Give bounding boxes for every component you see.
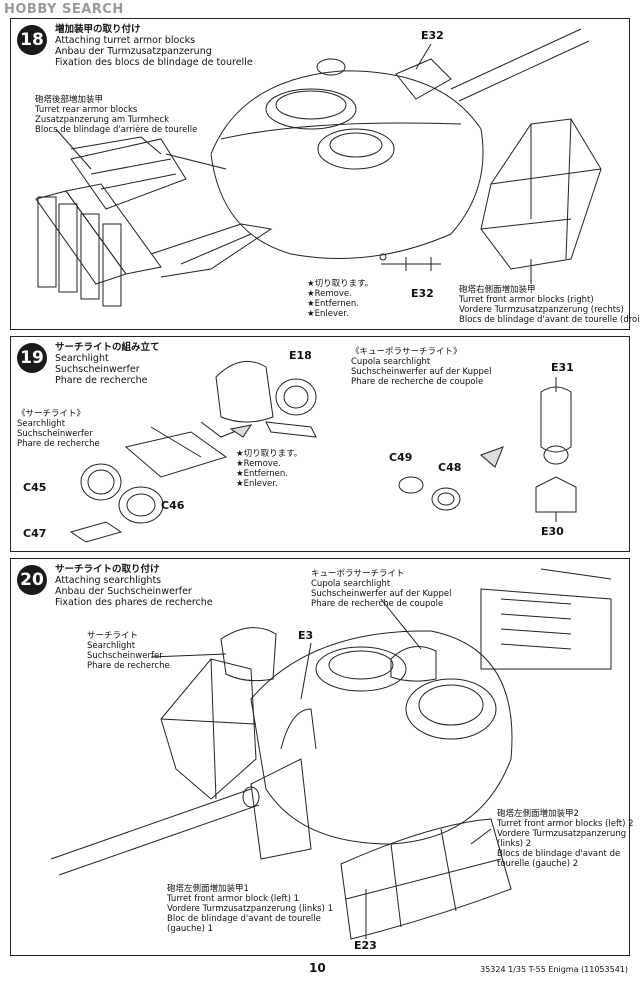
part-c48: C48 bbox=[438, 461, 462, 474]
part-e32-bottom: E32 bbox=[411, 287, 434, 300]
left-armor-1-label: 砲塔左側面増加装甲1 Turret front armor block (lef… bbox=[167, 884, 333, 934]
remove-note: ★切り取ります。 ★Remove. ★Entfernen. ★Enlever. bbox=[307, 279, 373, 319]
title-jp: 増加装甲の取り付け bbox=[55, 24, 141, 35]
rear-en: Turret rear armor blocks bbox=[35, 105, 138, 115]
step-19-illustration bbox=[69, 360, 577, 543]
part-e23: E23 bbox=[354, 939, 377, 952]
searchlight-sublabel: 《サーチライト》 Searchlight Suchscheinwerfer Ph… bbox=[17, 409, 100, 449]
cupola-searchlight-label: 《キューポラサーチライト》 Cupola searchlight Suchsch… bbox=[351, 347, 491, 387]
cupola-fr: Phare de recherche de coupole bbox=[311, 599, 444, 609]
rear-de: Zusatzpanzerung am Turmheck bbox=[35, 115, 170, 125]
title-en: Attaching turret armor blocks bbox=[55, 35, 196, 46]
left2-jp: 砲塔左側面増加装甲2 bbox=[497, 809, 579, 819]
left2-fr: Blocs de blindage d'avant de bbox=[497, 849, 621, 859]
left2-de: Vordere Turmzusatzpanzerung bbox=[497, 829, 627, 839]
remove-jp: ★切り取ります。 bbox=[307, 279, 374, 289]
step-19-number: 19 bbox=[17, 343, 47, 373]
part-e3: E3 bbox=[298, 629, 314, 642]
cupola-jp: キューポラサーチライト bbox=[311, 569, 405, 579]
search-de: Suchscheinwerfer bbox=[87, 651, 163, 661]
left1-fr2: (gauche) 1 bbox=[167, 924, 214, 934]
part-c49: C49 bbox=[389, 451, 413, 464]
sub-jp: 《サーチライト》 bbox=[17, 409, 86, 419]
step-20-title: サーチライトの取り付け Attaching searchlights Anbau… bbox=[55, 564, 213, 608]
step-18-title: 増加装甲の取り付け Attaching turret armor blocks … bbox=[55, 24, 253, 68]
cupola-en: Cupola searchlight bbox=[351, 357, 431, 367]
title-jp: サーチライトの取り付け bbox=[55, 564, 160, 575]
searchlight-label: サーチライト Searchlight Suchscheinwerfer Phar… bbox=[87, 631, 170, 671]
part-c45: C45 bbox=[23, 481, 47, 494]
title-de: Anbau der Turmzusatzpanzerung bbox=[55, 46, 212, 57]
left-armor-2-label: 砲塔左側面増加装甲2 Turret front armor blocks (le… bbox=[497, 809, 634, 869]
cupola-fr: Phare de recherche de coupole bbox=[351, 377, 484, 387]
remove-en: ★Remove. bbox=[236, 459, 281, 469]
remove-fr: ★Enlever. bbox=[307, 309, 349, 319]
remove-de: ★Entfernen. bbox=[236, 469, 288, 479]
cupola-searchlight-label: キューポラサーチライト Cupola searchlight Suchschei… bbox=[311, 569, 451, 609]
front-right-jp: 砲塔右側面増加装甲 bbox=[459, 285, 536, 295]
part-e31: E31 bbox=[551, 361, 574, 374]
left1-de: Vordere Turmzusatzpanzerung (links) 1 bbox=[167, 904, 334, 914]
title-de: Suchscheinwerfer bbox=[55, 364, 140, 375]
cupola-jp: 《キューポラサーチライト》 bbox=[351, 347, 462, 357]
remove-jp: ★切り取ります。 bbox=[236, 449, 303, 459]
page-number: 10 bbox=[309, 961, 326, 975]
cupola-de: Suchscheinwerfer auf der Kuppel bbox=[351, 367, 492, 377]
part-e18: E18 bbox=[289, 349, 312, 362]
cupola-en: Cupola searchlight bbox=[311, 579, 391, 589]
step-18-illustration bbox=[35, 28, 602, 307]
cupola-de: Suchscheinwerfer auf der Kuppel bbox=[311, 589, 452, 599]
title-fr: Phare de recherche bbox=[55, 375, 148, 386]
step-20-panel: 20 サーチライトの取り付け Attaching searchlights An… bbox=[10, 558, 634, 956]
title-fr: Fixation des phares de recherche bbox=[55, 597, 213, 608]
left1-jp: 砲塔左側面増加装甲1 bbox=[167, 884, 249, 894]
left1-fr: Bloc de blindage d'avant de tourelle bbox=[167, 914, 321, 924]
rear-fr: Blocs de blindage d'arrière de tourelle bbox=[35, 125, 198, 135]
step-18-number: 18 bbox=[17, 25, 47, 55]
left2-de2: (links) 2 bbox=[497, 839, 532, 849]
remove-de: ★Entfernen. bbox=[307, 299, 359, 309]
sub-fr: Phare de recherche bbox=[17, 439, 100, 449]
kit-code: 35324 1/35 T-55 Enigma (11053541) bbox=[480, 965, 628, 974]
title-en: Attaching searchlights bbox=[55, 575, 162, 586]
title-en: Searchlight bbox=[55, 353, 109, 364]
step-19-title: サーチライトの組み立て Searchlight Suchscheinwerfer… bbox=[55, 342, 160, 386]
remove-en: ★Remove. bbox=[307, 289, 352, 299]
left2-fr2: tourelle (gauche) 2 bbox=[497, 859, 579, 869]
search-en: Searchlight bbox=[87, 641, 136, 651]
part-c46: C46 bbox=[161, 499, 185, 512]
title-de: Anbau der Suchscheinwerfer bbox=[55, 586, 192, 597]
remove-note: ★切り取ります。 ★Remove. ★Entfernen. ★Enlever. bbox=[236, 449, 302, 489]
step-19-panel: 19 サーチライトの組み立て Searchlight Suchscheinwer… bbox=[10, 336, 630, 552]
left2-en: Turret front armor blocks (left) 2 bbox=[497, 819, 634, 829]
part-c47: C47 bbox=[23, 527, 47, 540]
remove-fr: ★Enlever. bbox=[236, 479, 278, 489]
watermark: HOBBY SEARCH bbox=[4, 2, 124, 17]
front-right-de: Vordere Turmzusatzpanzerung (rechts) bbox=[459, 305, 624, 315]
rear-jp: 砲塔後部増加装甲 bbox=[35, 95, 104, 105]
sub-en: Searchlight bbox=[17, 419, 66, 429]
step-20-illustration bbox=[50, 568, 612, 940]
title-fr: Fixation des blocs de blindage de tourel… bbox=[55, 57, 253, 68]
step-18-panel: 18 増加装甲の取り付け Attaching turret armor bloc… bbox=[10, 18, 640, 330]
search-fr: Phare de recherche bbox=[87, 661, 170, 671]
left1-en: Turret front armor block (left) 1 bbox=[167, 894, 300, 904]
front-right-en: Turret front armor blocks (right) bbox=[459, 295, 594, 305]
rear-armor-label: 砲塔後部増加装甲 Turret rear armor blocks Zusatz… bbox=[35, 95, 197, 135]
sub-de: Suchscheinwerfer bbox=[17, 429, 93, 439]
step-20-number: 20 bbox=[17, 565, 47, 595]
part-e32-top: E32 bbox=[421, 29, 444, 42]
front-right-fr: Blocs de blindage d'avant de tourelle (d… bbox=[459, 315, 640, 325]
front-right-label: 砲塔右側面増加装甲 Turret front armor blocks (rig… bbox=[459, 285, 640, 325]
part-e30: E30 bbox=[541, 525, 564, 538]
search-jp: サーチライト bbox=[87, 631, 139, 641]
title-jp: サーチライトの組み立て bbox=[55, 342, 160, 353]
